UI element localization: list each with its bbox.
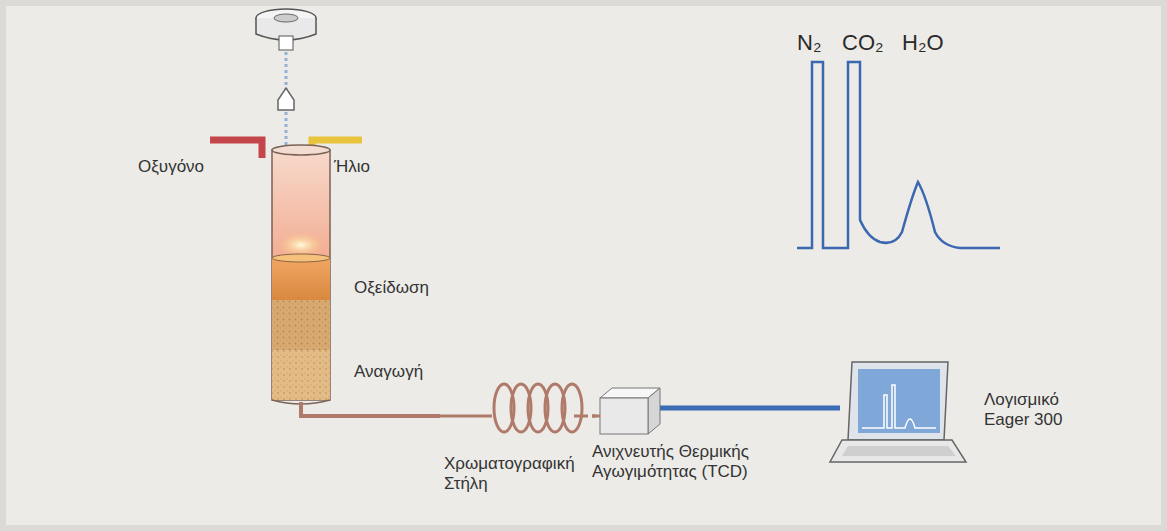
chromatographic-coil (440, 384, 588, 432)
combustion-reactor (272, 145, 330, 404)
gas-label: Οξυγόνο (138, 156, 204, 177)
reactor-column: ΟξείδωσηΑναγωγή (266, 250, 466, 402)
detector-node: Ανιχνευτής Θερμικής Αγωγιμότητας (TCD) (592, 380, 752, 530)
tube-connector (592, 415, 596, 418)
laptop-computer (826, 362, 966, 462)
peak-label: H₂O (902, 30, 944, 56)
node-label: Λογισμικό Eager 300 (984, 390, 1104, 430)
node-label: Οξείδωση (354, 278, 429, 298)
software-node: Λογισμικό Eager 300 (826, 356, 1126, 468)
node-label: Χρωματογραφική Στήλη (444, 454, 594, 494)
chromatogram (797, 62, 1000, 248)
tube-connector (301, 402, 440, 416)
oxygen-inlet (210, 140, 262, 158)
autosampler (256, 9, 316, 50)
column-coil-node: Χρωματογραφική Στήλη (440, 380, 596, 496)
peak-label: N₂ (797, 30, 821, 56)
gas-label: Ήλιο (334, 156, 370, 177)
tin-capsule (278, 88, 294, 110)
peak-label: CO₂ (842, 30, 884, 56)
tcd-detector (592, 388, 752, 434)
tube-connector (752, 406, 826, 411)
node-label: Ανιχνευτής Θερμικής Αγωγιμότητας (TCD) (592, 442, 750, 482)
node-label: Αναγωγή (354, 362, 423, 382)
